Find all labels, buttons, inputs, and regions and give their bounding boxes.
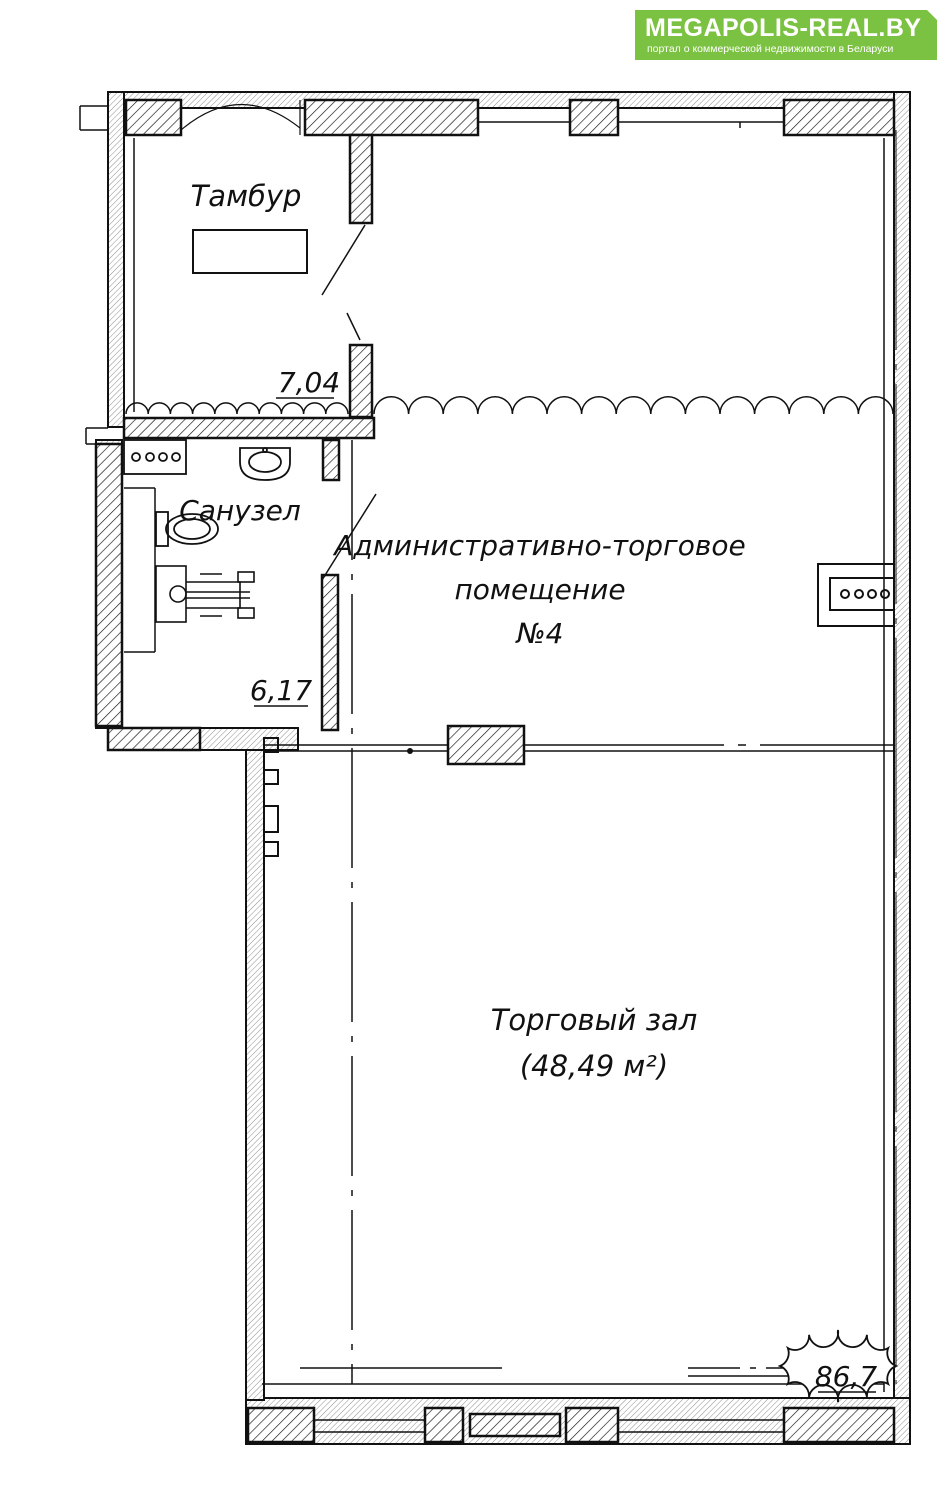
column: [446, 724, 526, 766]
axis-dot: [407, 748, 413, 754]
column: [94, 442, 124, 728]
column: [320, 573, 340, 732]
column: [568, 98, 620, 137]
wall-left-upper: [107, 91, 125, 428]
site-banner[interactable]: MEGAPOLIS-REAL.BY портал о коммерческой …: [635, 10, 937, 60]
room-name-vestibule: Тамбур: [191, 179, 302, 213]
column: [321, 438, 341, 482]
radiator-icon: [123, 439, 187, 475]
wall-inner-lines: [79, 105, 885, 1392]
column: [106, 726, 202, 752]
room-area-hall: (48,49 м²): [520, 1049, 668, 1083]
columns: [94, 98, 896, 1444]
column: [303, 98, 480, 137]
banner-title: MEGAPOLIS-REAL.BY: [645, 14, 922, 42]
column: [348, 133, 374, 225]
curtain-admin: [373, 395, 894, 415]
room-name-admin-line3: №4: [515, 617, 564, 650]
room-area-vestibule: 7,04: [278, 366, 340, 399]
banner-corner: [927, 10, 937, 20]
column: [782, 1406, 896, 1444]
column: [122, 416, 376, 440]
room-area-bathroom: 6,17: [250, 674, 313, 707]
outer-walls: [95, 91, 911, 1445]
column: [246, 1406, 316, 1444]
room-name-admin-line2: помещение: [454, 573, 625, 606]
bathroom-partition: [124, 487, 156, 653]
column: [124, 98, 183, 137]
bathroom-door: [321, 493, 377, 581]
room-name-hall: Торговый зал: [491, 1003, 698, 1037]
vent-shaft: [263, 737, 279, 857]
door-swing-icon: [180, 100, 301, 135]
window-icon: [314, 107, 784, 1433]
column: [564, 1406, 620, 1444]
room-name-admin-line1: Административно-торговое: [332, 529, 745, 562]
wheelchair-icon: [155, 565, 255, 623]
axis-lines: [264, 122, 897, 1384]
curtain-vestibule: [125, 402, 349, 415]
wall-left-lower: [245, 749, 265, 1401]
column: [423, 1406, 465, 1444]
toilet-icon: [155, 511, 219, 547]
entrance-mat: [192, 229, 308, 274]
column: [348, 343, 374, 419]
column: [468, 1412, 562, 1438]
banner-subtitle: портал о коммерческой недвижимости в Бел…: [647, 43, 894, 55]
room-name-bathroom: Санузел: [179, 494, 301, 527]
washbasin-icon: [239, 447, 291, 481]
vestibule-door: [321, 224, 366, 341]
column: [782, 98, 896, 137]
total-area-cloud: [777, 1329, 899, 1403]
total-area: 86,7: [815, 1360, 878, 1393]
radiator-icon: [817, 563, 895, 627]
